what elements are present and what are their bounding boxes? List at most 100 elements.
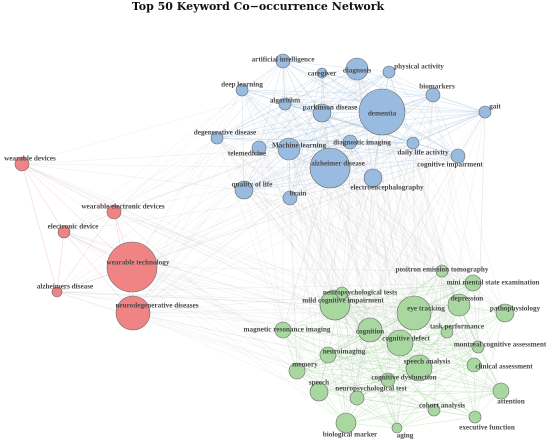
label-brain: brain: [290, 190, 307, 198]
network-edge: [334, 282, 474, 306]
node-electronic-device: [57, 225, 71, 239]
network-edge: [243, 189, 474, 284]
network-edge: [432, 94, 486, 113]
network-edge: [131, 111, 383, 268]
network-edge: [216, 111, 383, 139]
network-edge: [282, 111, 383, 331]
network-edge: [216, 137, 420, 369]
network-edge: [63, 197, 291, 233]
node-daily-life-activity: [406, 136, 420, 150]
network-edge: [289, 197, 371, 331]
label-degenerative-disease: degenerative disease: [194, 129, 256, 137]
network-edge: [345, 364, 475, 424]
network-edge: [334, 304, 448, 333]
network-edge: [289, 197, 460, 306]
label-cohort-analysis: cohort analysis: [419, 402, 465, 410]
node-cognitive-dysfunction: [380, 372, 396, 388]
label-speech: speech: [309, 379, 329, 387]
label-magnetic-resonance-imaging: magnetic resonance imaging: [244, 326, 331, 334]
network-edge: [131, 137, 218, 268]
node-alzheimers-disease: [51, 286, 63, 298]
network-edge: [473, 312, 506, 366]
network-edge: [113, 211, 448, 333]
network-edge: [327, 354, 475, 366]
network-edge: [372, 177, 474, 284]
network-edge: [243, 189, 460, 306]
label-artificial-intelligence: artificial intelligence: [252, 56, 315, 64]
network-edge: [131, 266, 435, 411]
network-edge: [345, 329, 371, 424]
network-edge: [216, 137, 474, 284]
network-edge: [396, 390, 502, 429]
label-attention: attention: [497, 398, 525, 406]
node-memory: [288, 362, 306, 380]
node-aging: [391, 422, 403, 434]
node-biomarkers: [425, 87, 441, 103]
network-edge: [216, 137, 479, 348]
network-edge: [477, 111, 486, 348]
network-edge: [132, 197, 291, 314]
label-electroencephalography: electroencephalography: [350, 184, 424, 192]
label-neuroimaging: neuroimaging: [323, 348, 366, 356]
network-edge: [132, 72, 323, 314]
network-edge: [241, 89, 415, 314]
network-edge: [21, 163, 115, 213]
label-parkinson-disease: parkinson disease: [303, 104, 358, 112]
network-edge: [113, 148, 290, 213]
network-edge: [243, 177, 374, 191]
network-edge: [388, 71, 434, 96]
network-edge: [432, 94, 459, 157]
network-edge: [399, 312, 506, 344]
network-edge: [21, 163, 58, 293]
network-edge: [433, 409, 476, 418]
node-neuroimaging: [319, 346, 337, 364]
network-edge: [289, 68, 358, 199]
network-edge: [327, 354, 398, 429]
network-edge: [372, 177, 415, 314]
network-edge: [327, 270, 443, 356]
network-edge: [113, 211, 415, 314]
network-edge: [318, 367, 420, 393]
node-cognitive-defect: [386, 329, 414, 357]
network-edge: [356, 111, 383, 399]
network-edge: [457, 111, 486, 157]
nodes-layer: [14, 53, 515, 434]
network-edge: [284, 94, 434, 105]
network-edge: [21, 163, 336, 306]
network-edge: [369, 142, 414, 331]
network-edge: [329, 167, 443, 272]
network-edge: [216, 112, 323, 139]
label-deep-learning: deep learning: [221, 81, 263, 89]
network-edge: [241, 89, 383, 113]
network-edge: [131, 147, 260, 268]
network-edge: [413, 94, 434, 314]
node-cohort-analysis: [427, 403, 441, 417]
network-edge: [345, 142, 414, 424]
network-edge: [432, 94, 502, 392]
network-edge: [341, 282, 474, 294]
network-edge: [318, 312, 415, 393]
network-edge: [56, 72, 323, 293]
network-edge: [243, 111, 383, 191]
network-edge: [321, 112, 475, 366]
node-neuropsychological-tests: [335, 286, 349, 300]
network-edge: [216, 137, 284, 331]
label-executive-function: executive function: [459, 424, 515, 432]
network-edge: [318, 391, 476, 418]
network-edge: [282, 60, 390, 73]
node-biological-marker: [335, 412, 357, 434]
label-algorithm: algorithm: [270, 97, 300, 105]
network-edge: [296, 331, 448, 372]
network-edge: [296, 68, 358, 372]
node-wearable-technology: [106, 241, 158, 293]
label-quality-of-life: quality of life: [232, 181, 273, 189]
network-edge: [216, 72, 323, 139]
network-edge: [288, 148, 336, 306]
network-edge: [329, 167, 415, 314]
label-alzheimer-disease: alzheimer disease: [311, 160, 365, 168]
network-edge: [113, 89, 243, 213]
label-neuropsychological-tests: neuropsychological tests: [323, 289, 398, 297]
network-edge: [387, 346, 479, 381]
network-edge: [433, 111, 486, 411]
network-edge: [132, 60, 284, 314]
